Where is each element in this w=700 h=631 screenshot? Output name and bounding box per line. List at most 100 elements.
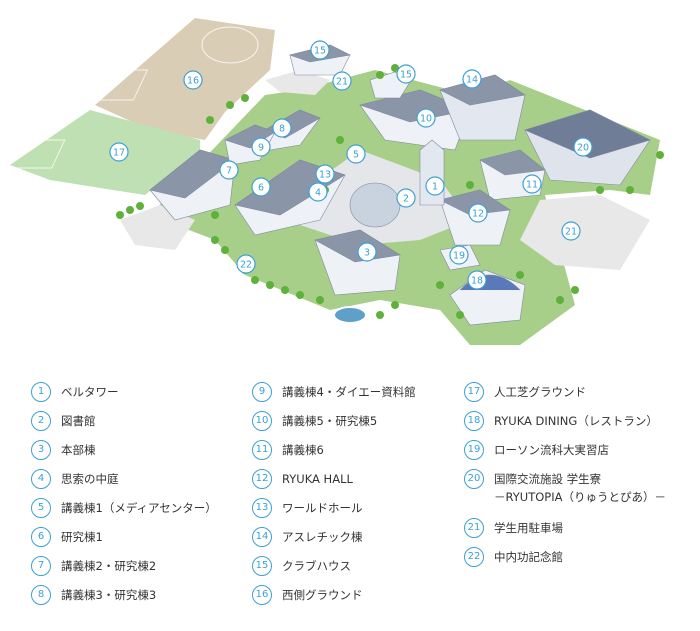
legend-label: 図書館 xyxy=(61,414,96,428)
legend-label: 人工芝グラウンド xyxy=(494,385,586,399)
map-marker-3: 3 xyxy=(357,242,377,262)
legend-number-badge: 20 xyxy=(464,469,484,489)
svg-text:15: 15 xyxy=(400,70,412,81)
legend-label: 国際交流施設 学生寮 －RYUTOPIA（りゅうとぴあ）－ xyxy=(494,469,666,505)
svg-text:14: 14 xyxy=(466,75,478,86)
legend-item: 5 講義棟1（メディアセンター） xyxy=(31,498,217,518)
legend-label: 本部棟 xyxy=(61,443,96,457)
svg-text:7: 7 xyxy=(226,166,232,177)
artificial-turf-field xyxy=(10,110,200,195)
map-marker-13: 13 xyxy=(315,164,335,184)
legend-item: 14 アスレチック棟 xyxy=(252,527,363,547)
legend-number-badge: 5 xyxy=(31,498,51,518)
svg-text:21: 21 xyxy=(565,227,577,238)
legend-item: 19 ローソン流科大実習店 xyxy=(464,440,609,460)
map-marker-7: 7 xyxy=(219,160,239,180)
legend-label: ローソン流科大実習店 xyxy=(494,443,609,457)
legend-label: 西側グラウンド xyxy=(282,588,363,602)
svg-text:21: 21 xyxy=(336,77,348,88)
map-marker-10: 10 xyxy=(416,108,436,128)
map-marker-21: 21 xyxy=(561,221,581,241)
legend-number-badge: 4 xyxy=(31,469,51,489)
legend-number-badge: 22 xyxy=(464,547,484,567)
legend-label: ワールドホール xyxy=(282,501,363,515)
map-marker-19: 19 xyxy=(449,245,469,265)
fountain xyxy=(333,306,367,324)
svg-text:17: 17 xyxy=(113,148,125,159)
svg-text:2: 2 xyxy=(403,194,409,205)
map-marker-20: 20 xyxy=(573,137,593,157)
svg-text:10: 10 xyxy=(420,114,432,125)
map-marker-11: 11 xyxy=(522,174,542,194)
legend-item: 8 講義棟3・研究棟3 xyxy=(31,585,156,605)
legend-label: 講義棟2・研究棟2 xyxy=(61,559,157,573)
legend-number-badge: 14 xyxy=(252,527,272,547)
legend-number-badge: 8 xyxy=(31,585,51,605)
svg-text:15: 15 xyxy=(314,46,326,57)
map-marker-15: 15 xyxy=(396,64,416,84)
svg-text:22: 22 xyxy=(240,260,252,271)
svg-text:13: 13 xyxy=(319,170,331,181)
legend-item: 6 研究棟1 xyxy=(31,527,103,547)
legend-number-badge: 18 xyxy=(464,411,484,431)
svg-text:12: 12 xyxy=(472,209,484,220)
legend-number-badge: 16 xyxy=(252,585,272,605)
svg-text:11: 11 xyxy=(526,180,538,191)
legend-label: 思索の中庭 xyxy=(61,472,119,486)
legend-number-badge: 17 xyxy=(464,382,484,402)
legend-item: 4 思索の中庭 xyxy=(31,469,119,489)
legend-label: 講義棟6 xyxy=(282,443,324,457)
legend-label: 講義棟4・ダイエー資料館 xyxy=(282,385,416,399)
legend-number-badge: 2 xyxy=(31,411,51,431)
map-marker-22: 22 xyxy=(236,254,256,274)
legend-number-badge: 6 xyxy=(31,527,51,547)
svg-text:16: 16 xyxy=(187,76,199,87)
legend-label: 学生用駐車場 xyxy=(494,521,563,535)
legend-label: クラブハウス xyxy=(282,559,351,573)
svg-text:3: 3 xyxy=(364,248,370,259)
svg-text:19: 19 xyxy=(453,251,465,262)
legend-item: 13 ワールドホール xyxy=(252,498,363,518)
map-marker-8: 8 xyxy=(272,118,292,138)
legend-item: 16 西側グラウンド xyxy=(252,585,363,605)
legend-number-badge: 9 xyxy=(252,382,272,402)
map-marker-17: 17 xyxy=(109,142,129,162)
legend-number-badge: 13 xyxy=(252,498,272,518)
svg-text:6: 6 xyxy=(258,183,264,194)
svg-text:4: 4 xyxy=(315,188,321,199)
legend-number-badge: 1 xyxy=(31,382,51,402)
legend-label: 講義棟1（メディアセンター） xyxy=(61,501,217,515)
parking-lot-east xyxy=(520,195,650,270)
legend-label: 研究棟1 xyxy=(61,530,103,544)
svg-text:1: 1 xyxy=(432,182,438,193)
svg-text:18: 18 xyxy=(471,276,483,287)
legend-label: 講義棟3・研究棟3 xyxy=(61,588,157,602)
legend-label: アスレチック棟 xyxy=(282,530,363,544)
legend-item: 17 人工芝グラウンド xyxy=(464,382,586,402)
map-marker-16: 16 xyxy=(183,70,203,90)
legend-label: 講義棟5・研究棟5 xyxy=(282,414,378,428)
map-marker-9: 9 xyxy=(251,137,271,157)
svg-text:5: 5 xyxy=(353,150,359,161)
legend-item: 20 国際交流施設 学生寮 －RYUTOPIA（りゅうとぴあ）－ xyxy=(464,469,666,504)
map-marker-21: 21 xyxy=(332,71,352,91)
legend-label-main: 国際交流施設 学生寮 xyxy=(494,472,602,486)
legend-label: RYUKA HALL xyxy=(282,472,353,486)
legend-item: 9 講義棟4・ダイエー資料館 xyxy=(252,382,416,402)
map-marker-6: 6 xyxy=(251,177,271,197)
map-marker-18: 18 xyxy=(467,270,487,290)
legend-label-sub: －RYUTOPIA（りゅうとぴあ）－ xyxy=(494,490,666,504)
legend-number-badge: 19 xyxy=(464,440,484,460)
map-marker-14: 14 xyxy=(462,69,482,89)
parking-lot-north xyxy=(265,70,330,95)
legend-number-badge: 11 xyxy=(252,440,272,460)
